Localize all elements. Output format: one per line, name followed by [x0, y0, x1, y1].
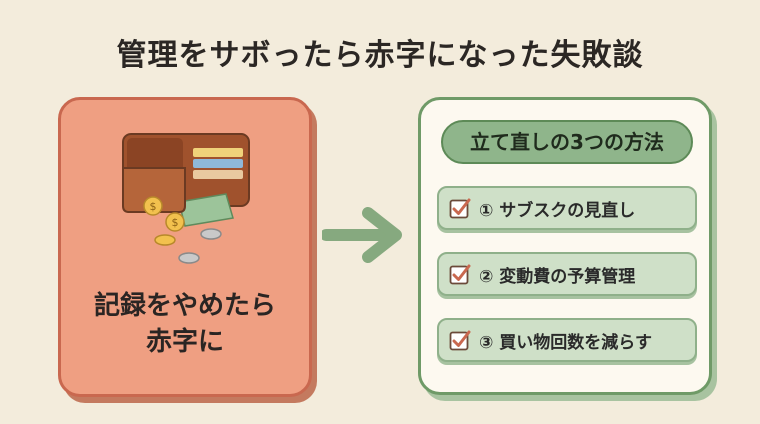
problem-caption-line2: 赤字に	[145, 327, 224, 357]
svg-text:$: $	[150, 200, 157, 213]
solution-item: ② 変動費の予算管理	[437, 252, 697, 296]
problem-card: $ $ 記録をやめたら 赤字に	[58, 97, 312, 397]
problem-caption: 記録をやめたら 赤字に	[61, 288, 309, 360]
svg-text:$: $	[172, 216, 179, 229]
problem-caption-line1: 記録をやめたら	[93, 291, 276, 321]
open-wallet-with-falling-coins-icon: $ $	[122, 133, 250, 264]
solution-item-label: ① サブスクの見直し	[479, 200, 636, 221]
solution-item-label: ② 変動費の予算管理	[479, 266, 636, 287]
checkbox-checked-icon	[449, 264, 471, 285]
checkbox-checked-icon	[449, 198, 471, 219]
page-title: 管理をサボったら赤字になった失敗談	[116, 38, 644, 73]
checkbox-checked-icon	[449, 330, 471, 351]
solution-item-label: ③ 買い物回数を減らす	[479, 332, 652, 353]
solution-item: ③ 買い物回数を減らす	[437, 318, 697, 362]
right-arrow-icon	[322, 207, 402, 263]
solution-card: 立て直しの3つの方法 ① サブスクの見直し ② 変動費の予算管理 ③ 買い物回数…	[418, 97, 712, 395]
solution-item: ① サブスクの見直し	[437, 186, 697, 230]
solution-header: 立て直しの3つの方法	[441, 120, 693, 164]
